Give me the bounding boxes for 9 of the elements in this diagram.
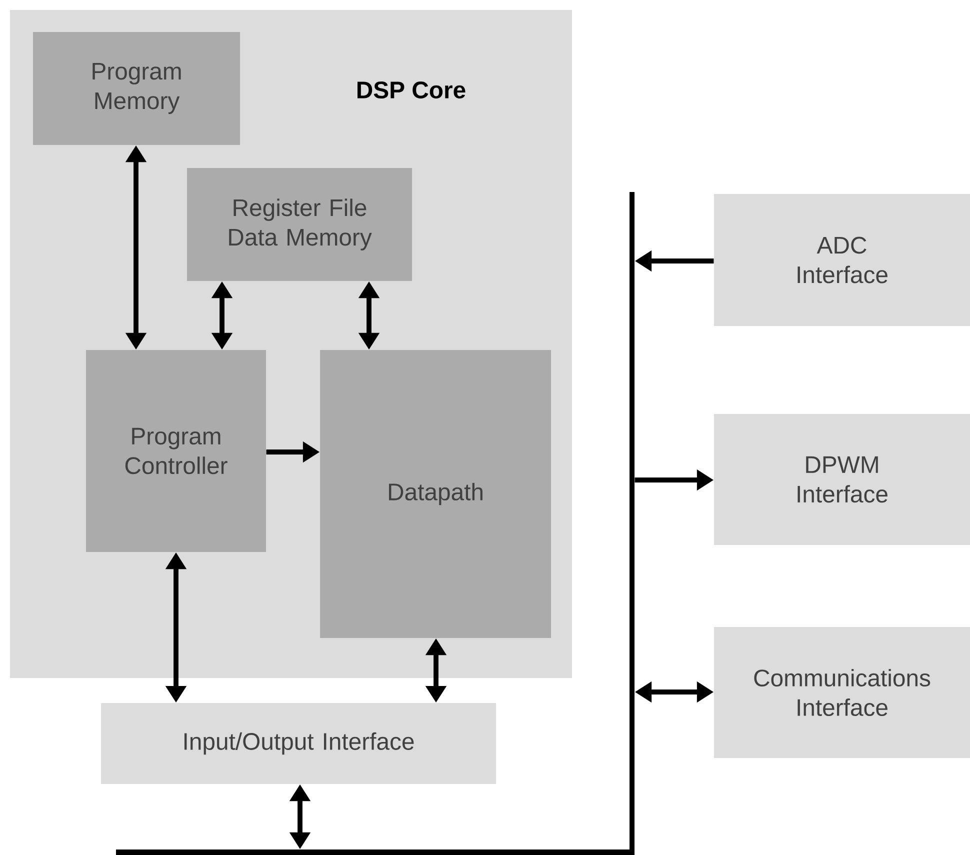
- interface-box: ADC Interface: [714, 194, 970, 326]
- controller-box: Program Controller: [86, 350, 266, 552]
- interface-box: Communications Interface: [714, 627, 970, 758]
- datapath-box: Datapath: [320, 350, 552, 638]
- bus-line: [116, 850, 634, 855]
- memory-box: Program Memory: [33, 32, 240, 145]
- interface-box: Input/Output Interface: [101, 703, 496, 784]
- memory-box: Register File Data Memory: [187, 168, 412, 282]
- interface-box: DPWM Interface: [714, 414, 970, 546]
